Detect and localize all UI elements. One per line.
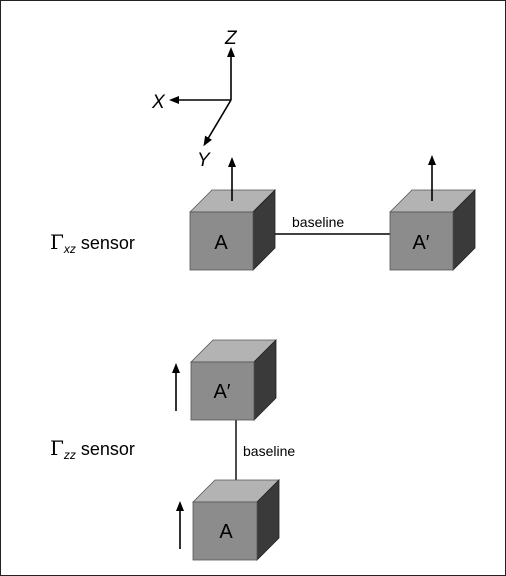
gamma-xz-sensor: Γxz sensor baseline A A′	[50, 155, 476, 271]
cube-label-a: A	[219, 521, 233, 543]
baseline-label-xz: baseline	[292, 214, 344, 230]
y-axis-arrow	[203, 99, 232, 147]
cube-a-zz: A	[192, 479, 280, 561]
cube-a-xz: A	[189, 157, 276, 271]
gamma-symbol: Γ	[50, 436, 64, 460]
z-axis-label: Z	[224, 28, 238, 49]
sensor-word: sensor	[81, 439, 135, 459]
cube-label-a-prime: A′	[412, 232, 429, 254]
gamma-symbol: Γ	[50, 230, 64, 254]
cube-front-face	[189, 211, 254, 271]
cube-front-face	[190, 361, 255, 421]
cube-label-a: A	[214, 232, 228, 254]
gamma-xz-label: Γxz sensor	[50, 230, 135, 256]
cube-front-face	[192, 501, 258, 561]
cube-label-a-prime: A′	[213, 381, 230, 403]
baseline-label-zz: baseline	[243, 443, 295, 459]
cube-front-face	[389, 211, 454, 271]
y-axis-label: Y	[197, 150, 211, 171]
gamma-subscript: zz	[63, 448, 76, 462]
coordinate-axes: Z X Y	[151, 28, 238, 171]
x-axis-label: X	[151, 92, 166, 113]
gamma-zz-sensor: Γzz sensor baseline A′ A	[50, 339, 295, 561]
gamma-subscript: xz	[63, 242, 76, 256]
cube-a-prime-zz: A′	[190, 339, 277, 421]
gamma-zz-label: Γzz sensor	[50, 436, 135, 462]
sensor-word: sensor	[81, 233, 135, 253]
cube-a-prime-xz: A′	[389, 155, 476, 271]
